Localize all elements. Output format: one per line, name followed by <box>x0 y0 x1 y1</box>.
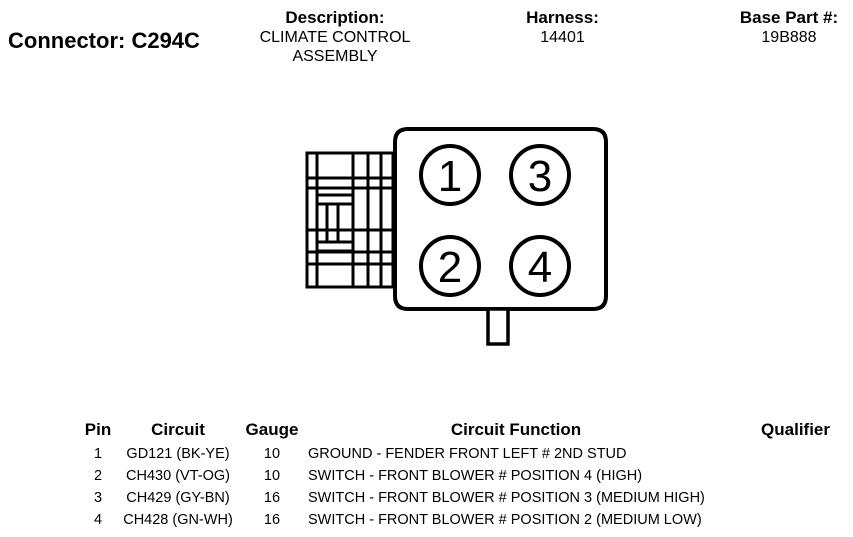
table-header-row: Pin Circuit Gauge Circuit Function Quali… <box>80 420 830 443</box>
cell-circuit: CH430 (VT-OG) <box>126 468 230 484</box>
connector-key-tab <box>486 307 510 346</box>
base-part-block: Base Part #: 19B888 <box>725 8 853 47</box>
base-part-label: Base Part #: <box>739 8 839 27</box>
connector-latch <box>305 151 395 289</box>
pin-cavity-1: 1 <box>419 144 481 206</box>
connector-diagram: 1 3 2 4 <box>305 127 608 346</box>
pin-label-3: 3 <box>528 152 552 201</box>
cell-pin: 1 <box>93 446 103 462</box>
cell-gauge: 10 <box>263 468 281 484</box>
pin-cavity-2: 2 <box>419 235 481 297</box>
harness-value: 14401 <box>540 29 585 46</box>
pin-label-1: 1 <box>438 152 462 201</box>
cell-function: SWITCH - FRONT BLOWER # POSITION 2 (MEDI… <box>308 512 702 528</box>
cell-pin: 4 <box>93 512 103 528</box>
description-value-line2: ASSEMBLY <box>292 48 378 65</box>
cell-qualifier <box>728 487 830 509</box>
cell-gauge: 16 <box>263 512 281 528</box>
header-qualifier: Qualifier <box>761 420 830 439</box>
cell-function: SWITCH - FRONT BLOWER # POSITION 4 (HIGH… <box>308 468 643 484</box>
header-circuit: Circuit <box>151 420 205 439</box>
connector-body <box>393 127 608 311</box>
cell-function: GROUND - FENDER FRONT LEFT # 2ND STUD <box>308 446 627 462</box>
harness-label: Harness: <box>526 8 599 27</box>
header-pin: Pin <box>84 420 112 439</box>
base-part-value: 19B888 <box>761 29 817 46</box>
table-row: 1 GD121 (BK-YE) 10 GROUND - FENDER FRONT… <box>80 443 830 465</box>
cell-circuit: GD121 (BK-YE) <box>126 446 230 462</box>
connector-title: Connector: C294C <box>8 28 200 54</box>
pin-cavity-4: 4 <box>509 235 571 297</box>
table-row: 3 CH429 (GY-BN) 16 SWITCH - FRONT BLOWER… <box>80 487 830 509</box>
table-row: 2 CH430 (VT-OG) 10 SWITCH - FRONT BLOWER… <box>80 465 830 487</box>
connector-id: C294C <box>131 28 200 53</box>
description-label: Description: <box>285 8 385 27</box>
cell-circuit: CH429 (GY-BN) <box>126 490 230 506</box>
cell-gauge: 16 <box>263 490 281 506</box>
header-circuit-function: Circuit Function <box>450 420 582 439</box>
description-block: Description: CLIMATE CONTROL ASSEMBLY <box>240 8 430 66</box>
cell-pin: 3 <box>93 490 103 506</box>
table-row: 4 CH428 (GN-WH) 16 SWITCH - FRONT BLOWER… <box>80 509 830 531</box>
pin-label-2: 2 <box>438 243 462 292</box>
cell-qualifier <box>728 443 830 465</box>
harness-block: Harness: 14401 <box>505 8 620 47</box>
pin-label-4: 4 <box>528 243 552 292</box>
description-value-line1: CLIMATE CONTROL <box>259 29 411 46</box>
cell-qualifier <box>728 509 830 531</box>
cell-function: SWITCH - FRONT BLOWER # POSITION 3 (MEDI… <box>308 490 705 506</box>
connector-label: Connector: <box>8 28 126 53</box>
pin-cavity-3: 3 <box>509 144 571 206</box>
cell-gauge: 10 <box>263 446 281 462</box>
cell-pin: 2 <box>93 468 103 484</box>
pin-table: Pin Circuit Gauge Circuit Function Quali… <box>80 420 830 531</box>
cell-qualifier <box>728 465 830 487</box>
cell-circuit: CH428 (GN-WH) <box>123 512 233 528</box>
header-gauge: Gauge <box>245 420 299 439</box>
